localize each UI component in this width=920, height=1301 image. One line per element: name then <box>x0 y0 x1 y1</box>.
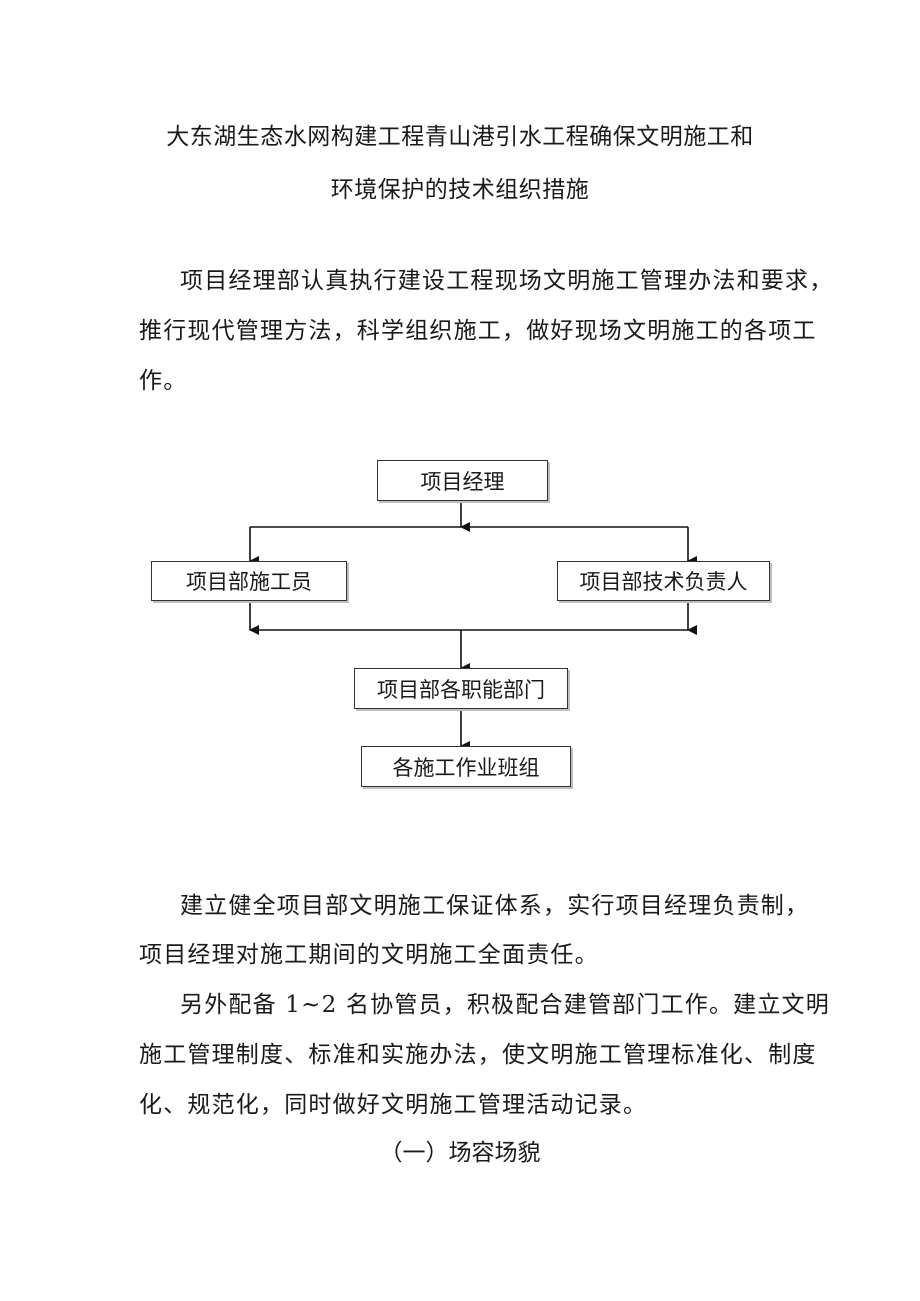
intro-line-1: 项目经理部认真执行建设工程现场文明施工管理办法和要求， <box>180 268 834 294</box>
body1-line-2: 项目经理对施工期间的文明施工全面责任。 <box>139 942 599 968</box>
org-box-technical-lead: 项目部技术负责人 <box>557 561 770 601</box>
body2-line-1: 另外配备 1~2 名协管员，积极配合建管部门工作。建立文明 <box>180 992 830 1018</box>
body2-line-3: 化、规范化，同时做好文明施工管理活动记录。 <box>139 1092 648 1118</box>
intro-line-2: 推行现代管理方法，科学组织施工，做好现场文明施工的各项工 <box>139 318 817 344</box>
document-title-line-2: 环境保护的技术组织措施 <box>330 177 590 203</box>
org-box-construction-staff: 项目部施工员 <box>151 561 347 601</box>
org-box-project-manager: 项目经理 <box>377 460 548 501</box>
org-box-work-teams: 各施工作业班组 <box>361 746 571 787</box>
body2-line-2: 施工管理制度、标准和实施办法，使文明施工管理标准化、制度 <box>139 1042 817 1068</box>
body1-line-1: 建立健全项目部文明施工保证体系，实行项目经理负责制， <box>180 893 810 919</box>
document-title-line-1: 大东湖生态水网构建工程青山港引水工程确保文明施工和 <box>166 124 754 150</box>
intro-line-3: 作。 <box>139 368 188 394</box>
section-heading: （一）场容场貌 <box>379 1140 541 1166</box>
org-box-functional-departments: 项目部各职能部门 <box>354 668 568 709</box>
org-chart-connectors <box>249 501 697 751</box>
